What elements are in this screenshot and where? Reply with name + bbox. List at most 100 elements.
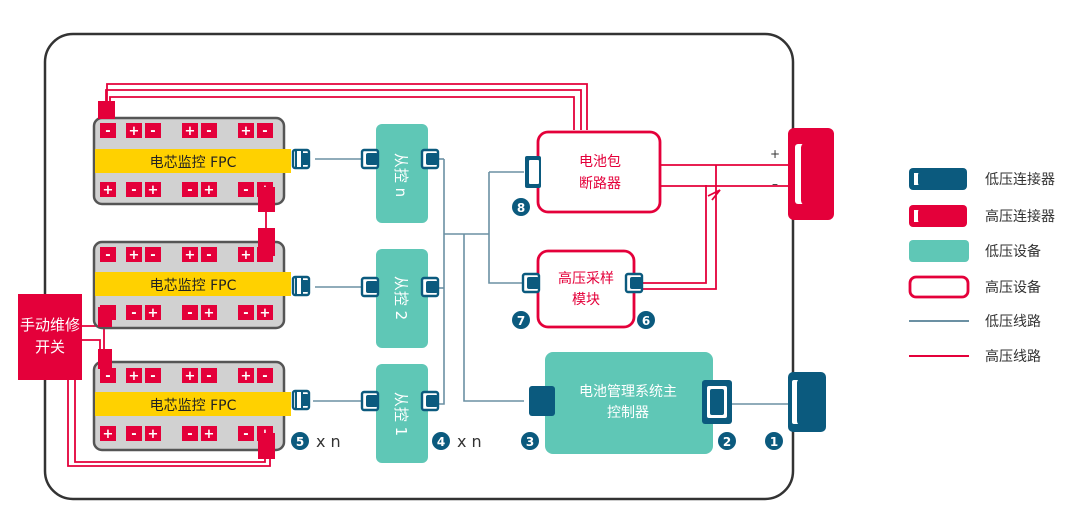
cell-terminal-box xyxy=(201,426,217,441)
bms-label-1: 电池管理系统主 xyxy=(579,384,677,400)
fpc-label: 电芯监控 FPC xyxy=(150,155,237,171)
cell-terminal-box xyxy=(238,426,254,441)
slave-out-connector xyxy=(420,148,440,170)
cell-terminal-sign: - xyxy=(243,306,248,321)
breaker-label-1: 电池包 xyxy=(579,154,621,170)
svg-text:7: 7 xyxy=(517,314,525,328)
badge-3: 3 xyxy=(521,432,539,450)
cell-terminal-sign: + xyxy=(241,248,252,263)
cell-terminal-sign: + xyxy=(204,427,215,442)
svg-text:6: 6 xyxy=(642,314,650,328)
slave-controller-1: 从控 1 xyxy=(376,364,428,463)
slave-label: 从控 2 xyxy=(392,276,410,320)
main-hv-connector xyxy=(788,128,834,220)
main-lv-connector xyxy=(788,372,826,432)
slave-in-connector xyxy=(360,390,380,412)
legend-hv-connector: 高压连接器 xyxy=(909,205,1055,227)
cell-terminal-box xyxy=(145,123,161,138)
hv-sampling-label-1: 高压采样 xyxy=(558,270,614,287)
cell-terminal-box xyxy=(126,182,142,197)
cell-terminal-sign: + xyxy=(148,183,159,198)
legend-hv-line: 高压线路 xyxy=(909,348,1041,365)
cell-terminal-box xyxy=(238,305,254,320)
cell-terminal-box xyxy=(182,247,198,262)
cell-terminal-box xyxy=(238,368,254,383)
slave-label: 从控 n xyxy=(392,153,410,197)
cell-terminal-sign: + xyxy=(129,124,140,139)
svg-text:高压连接器: 高压连接器 xyxy=(985,208,1055,225)
slave-in-connector xyxy=(360,148,380,170)
badge-6: 6 xyxy=(637,311,655,329)
svg-text:低压线路: 低压线路 xyxy=(985,314,1041,330)
slave-out-connector xyxy=(420,276,440,298)
cell-terminal-box xyxy=(126,123,142,138)
cell-terminal-sign: - xyxy=(243,427,248,442)
cell-terminal-box xyxy=(201,368,217,383)
badge-4-multiplier: x n xyxy=(457,432,482,451)
cell-terminal-box xyxy=(100,182,116,197)
fpc-label: 电芯监控 FPC xyxy=(150,398,237,414)
cell-terminal-sign: - xyxy=(105,124,110,139)
svg-text:1: 1 xyxy=(770,435,778,449)
switch-label-2: 开关 xyxy=(35,338,65,356)
cell-terminal-box xyxy=(257,123,273,138)
slave-controller-n: 从控 n xyxy=(376,124,428,223)
legend-lv-line: 低压线路 xyxy=(909,314,1041,330)
cell-terminal-box xyxy=(145,368,161,383)
cell-terminal-sign: - xyxy=(150,369,155,384)
hv-minus-label: – xyxy=(772,177,778,191)
cell-terminal-box xyxy=(100,123,116,138)
sampling-lv-connector xyxy=(521,272,541,294)
cell-terminal-box xyxy=(201,123,217,138)
slave-in-connector xyxy=(360,276,380,298)
lv-wiring xyxy=(313,158,792,405)
legend: 低压连接器 高压连接器 低压设备 高压设备 低压线路 高压线路 xyxy=(908,168,1055,365)
cell-terminal-sign: + xyxy=(148,427,159,442)
cell-terminal-box xyxy=(126,426,142,441)
cell-terminal-box xyxy=(182,305,198,320)
badge-5-multiplier: x n xyxy=(316,432,341,451)
cell-terminal-sign: - xyxy=(187,427,192,442)
badge-7: 7 xyxy=(512,311,530,329)
cell-terminal-box xyxy=(100,247,116,262)
slave-out-connector xyxy=(420,390,440,412)
cell-terminal-box xyxy=(126,305,142,320)
bms-label-2: 控制器 xyxy=(607,405,649,421)
cell-terminal-sign: - xyxy=(131,306,136,321)
cell-terminal-sign: + xyxy=(185,248,196,263)
cell-terminal-sign: - xyxy=(150,248,155,263)
slave-label: 从控 1 xyxy=(392,392,410,436)
switch-label-1: 手动维修 xyxy=(20,316,80,334)
hv-plus-label: + xyxy=(770,147,780,161)
sampling-hv-connector xyxy=(624,272,644,294)
svg-text:高压设备: 高压设备 xyxy=(985,279,1041,296)
cell-terminal-sign: - xyxy=(206,124,211,139)
legend-lv-device: 低压设备 xyxy=(909,240,1041,262)
cell-terminal-sign: - xyxy=(131,427,136,442)
cell-terminal-sign: - xyxy=(150,124,155,139)
cell-terminal-sign: + xyxy=(185,124,196,139)
svg-text:3: 3 xyxy=(526,435,534,449)
svg-text:5: 5 xyxy=(296,435,304,449)
cell-terminal-box xyxy=(182,368,198,383)
bms-in-connector xyxy=(529,386,555,416)
cell-terminal-sign: - xyxy=(262,369,267,384)
cell-terminal-box xyxy=(201,247,217,262)
cell-terminal-box xyxy=(182,426,198,441)
breaker-label-2: 断路器 xyxy=(579,176,621,192)
legend-hv-device: 高压设备 xyxy=(908,275,1041,299)
series-tabs xyxy=(98,101,275,459)
cell-terminal-box xyxy=(182,182,198,197)
hv-wiring xyxy=(67,83,792,467)
svg-text:低压连接器: 低压连接器 xyxy=(985,171,1055,188)
svg-text:2: 2 xyxy=(723,435,731,449)
svg-text:高压线路: 高压线路 xyxy=(985,348,1041,365)
cell-terminal-box xyxy=(182,123,198,138)
cell-terminal-sign: + xyxy=(185,369,196,384)
badge-5: 5 xyxy=(291,432,309,450)
cell-terminal-sign: + xyxy=(148,306,159,321)
slave-controller-2: 从控 2 xyxy=(376,249,428,348)
cell-terminal-box xyxy=(145,426,161,441)
cell-terminal-box xyxy=(100,426,116,441)
